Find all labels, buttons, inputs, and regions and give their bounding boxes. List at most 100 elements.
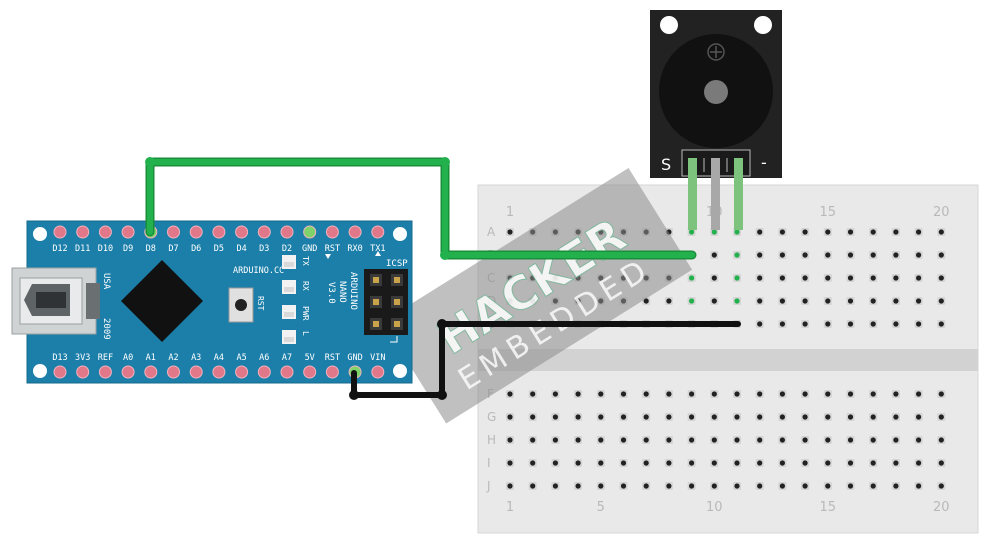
breadboard-hole-center [734,414,740,420]
breadboard-hole-center [893,298,899,304]
pin-label: RST [325,244,340,254]
breadboard-hole-center [847,298,854,304]
reset-button[interactable] [228,287,254,323]
pin-label: 5V [305,353,315,363]
breadboard-hole-center [802,391,808,397]
minus-label: - [761,153,767,172]
breadboard-hole-center [575,414,581,420]
breadboard-column-number: 20 [933,500,950,515]
breadboard-hole-center [893,483,899,489]
breadboard-hole-center [757,321,763,327]
breadboard-hole-center [530,391,536,397]
breadboard-hole-center [825,298,831,304]
breadboard-hole-center [802,321,808,327]
breadboard-column-number: 15 [820,500,837,515]
breadboard-row-label: I [487,456,491,470]
header-pin [257,365,271,379]
breadboard-hole-center [870,391,876,397]
breadboard-hole-center [802,298,808,304]
header-pin [280,365,294,379]
mounting-hole [393,227,407,241]
breadboard-hole-center [938,414,944,420]
gnd-marker-icon [325,254,331,259]
breadboard-hole-center [530,414,536,420]
breadboard-hole-center [870,321,876,327]
breadboard-hole-center [711,460,717,466]
wire-ground[interactable] [349,319,741,400]
breadboard-hole-center [847,252,854,258]
breadboard-column-number: 1 [506,500,514,515]
breadboard-hole-center [552,483,559,489]
header-pin [348,225,362,239]
icsp-pin-core [394,321,400,327]
breadboard-hole-center [711,483,717,489]
breadboard-hole-center [689,437,695,443]
breadboard-hole-center [938,252,944,258]
wire-signal-d8[interactable] [145,157,697,260]
pin-label: D13 [52,353,67,363]
breadboard-hole-center [734,229,740,235]
status-leds [282,255,296,344]
breadboard-hole-center [825,275,831,281]
brand-label: ARDUINO.CC [233,266,284,276]
breadboard-hole-center [711,298,717,304]
board-name-line1: ARDUINO [348,272,358,310]
breadboard-hole-center [643,414,649,420]
breadboard-hole-center [734,483,740,489]
header-pin [371,365,385,379]
header-pin [53,225,67,239]
breadboard-hole-center [779,483,786,489]
icsp-corner-mark [390,336,398,343]
breadboard-hole-center [938,391,944,397]
breadboard-hole-center [734,391,740,397]
pin-label: D4 [236,244,246,254]
pin-label: A4 [214,353,224,363]
breadboard-hole-center [847,437,854,443]
pin-label: D12 [52,244,67,254]
pin-label: GND [302,244,317,254]
breadboard-hole-center [643,460,649,466]
breadboard-hole-center [938,321,944,327]
breadboard-hole-center [575,437,581,443]
breadboard-hole-center [530,460,536,466]
breadboard-hole-center [916,321,922,327]
breadboard-hole-center [825,414,831,420]
header-pin [212,365,226,379]
breadboard-hole-center [711,229,717,235]
breadboard-hole-center [643,298,649,304]
header-pin [189,225,203,239]
usa-label: USA [101,273,111,290]
pin-label: D9 [123,244,133,254]
breadboard-hole-center [802,437,808,443]
breadboard-hole-center [870,483,876,489]
breadboard-hole-center [893,437,899,443]
buzzer-plus-marker [707,43,725,61]
breadboard-center-channel [478,349,978,371]
pin-label: REF [98,353,113,363]
header-pin [371,225,385,239]
breadboard-hole-center [870,414,876,420]
breadboard-hole-center [552,414,559,420]
breadboard-hole-center [870,437,876,443]
breadboard-hole-center [507,391,513,397]
breadboard-hole-center [893,252,899,258]
buzzer-leg-gnd [734,158,743,230]
breadboard-hole-center [825,460,831,466]
breadboard-hole-center [734,275,740,281]
breadboard-hole-center [711,437,717,443]
header-pin [53,365,67,379]
breadboard-hole-center [802,414,808,420]
breadboard-hole-center [575,483,581,489]
pin-label: RST [325,353,340,363]
breadboard-hole-center [734,460,740,466]
breadboard-hole-center [870,298,876,304]
breadboard-hole-center [757,483,763,489]
header-pin [121,225,135,239]
pin-label: D6 [191,244,201,254]
breadboard-hole-center [802,275,808,281]
breadboard-hole-center [916,229,922,235]
breadboard-hole-center [734,298,740,304]
bottom-header-pins [53,365,385,379]
